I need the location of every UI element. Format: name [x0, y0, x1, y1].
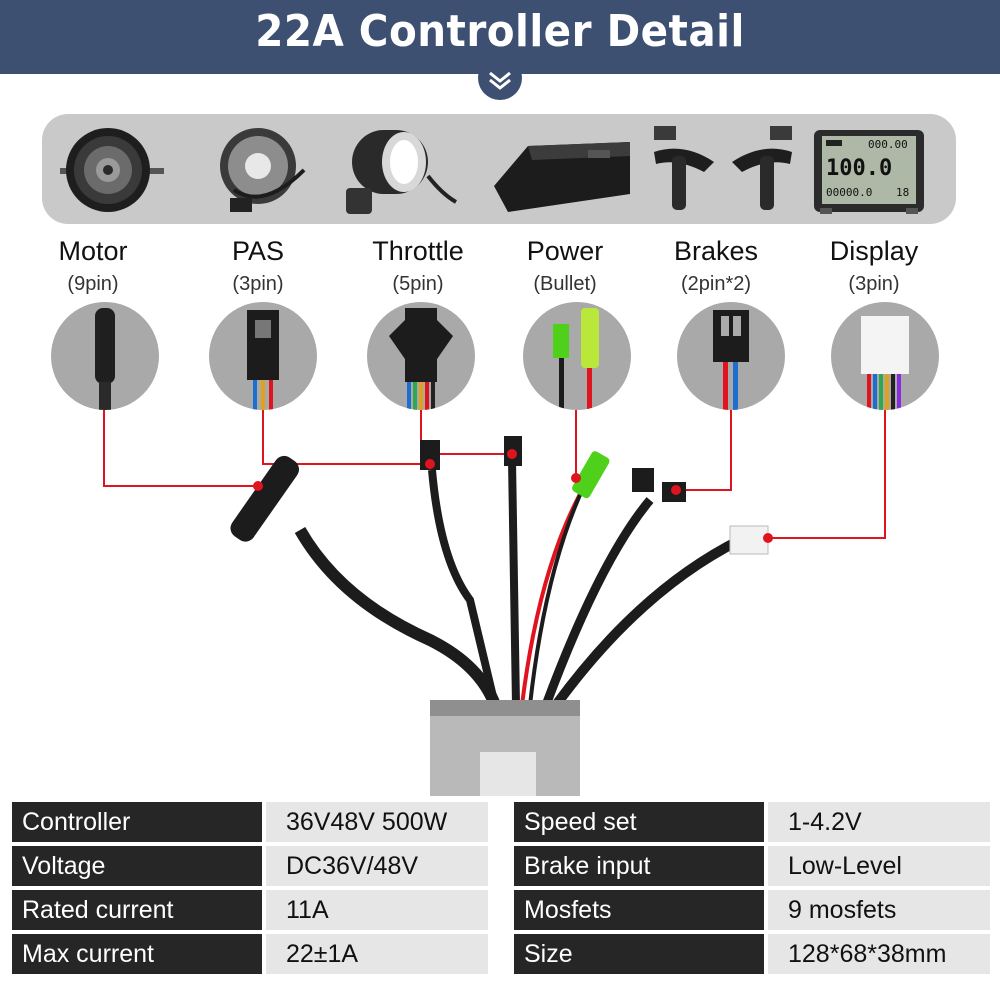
component-pins: (9pin) — [67, 273, 119, 295]
wiring-diagram — [103, 410, 886, 800]
bullet-plug-icon — [553, 308, 599, 410]
motor-leader-line — [103, 410, 258, 487]
throttle-icon — [340, 116, 460, 222]
spec-key: Size — [514, 934, 764, 974]
brake-levers-icon — [648, 116, 798, 222]
display-cable — [551, 535, 743, 708]
spec-key: Rated current — [12, 890, 262, 930]
pas-connector — [209, 302, 317, 410]
spec-key: Max current — [12, 934, 262, 974]
component-name: Motor — [58, 236, 128, 266]
component-pins: (3pin) — [232, 273, 284, 295]
motor-plug — [230, 455, 300, 542]
chevron-down-icon — [489, 71, 511, 90]
pas-sensor-icon — [210, 116, 330, 222]
3pin-plug-icon — [247, 310, 279, 410]
battery-icon — [488, 116, 638, 222]
component-name: Power — [526, 236, 604, 266]
display-plug — [729, 525, 769, 555]
motor-connector — [51, 302, 159, 410]
brakes-leader-line — [676, 410, 732, 491]
spec-value: 11A — [266, 890, 488, 930]
throttle-plug — [420, 440, 440, 470]
power-bullet-plug — [572, 451, 610, 499]
2pin-plug-icon — [713, 310, 749, 410]
spec-key: Controller — [12, 802, 262, 842]
spec-key: Voltage — [12, 846, 262, 886]
brake-cable — [541, 497, 654, 707]
spec-key: Speed set — [514, 802, 764, 842]
spec-value: 9 mosfets — [768, 890, 990, 930]
round-plug-icon — [95, 308, 115, 410]
component-name: PAS — [231, 236, 285, 266]
pas-cable — [508, 459, 520, 706]
display-leader-line — [768, 410, 886, 539]
component-pins: (Bullet) — [533, 273, 597, 295]
brake-plug-1 — [632, 468, 654, 492]
hub-motor-icon — [52, 116, 172, 222]
power-label: Power (Bullet) — [485, 236, 645, 296]
5pin-plug-icon — [389, 308, 453, 410]
power-connector — [523, 302, 631, 410]
pas-leader-line — [262, 410, 430, 465]
component-name: Brakes — [673, 236, 759, 266]
motor-cable — [294, 527, 501, 708]
component-name: Throttle — [372, 236, 464, 266]
spec-table: Controller 36V48V 500W Voltage DC36V/48V… — [0, 796, 1000, 1000]
display-label: Display (3pin) — [794, 236, 954, 296]
lcd-display-icon: 000.00 100.0 00000.0 18 — [812, 116, 936, 222]
spec-key: Brake input — [514, 846, 764, 886]
spec-value: 22±1A — [266, 934, 488, 974]
power-black-wire — [528, 485, 586, 706]
display-connector — [831, 302, 939, 410]
motor-label: Motor (9pin) — [13, 236, 173, 296]
brakes-label: Brakes (2pin*2) — [636, 236, 796, 296]
component-strip — [42, 114, 956, 224]
brakes-connector — [677, 302, 785, 410]
component-name: Display — [829, 236, 919, 266]
spec-value: Low-Level — [768, 846, 990, 886]
spec-value: 128*68*38mm — [768, 934, 990, 974]
display-speed-readout: 100.0 — [826, 156, 893, 181]
display-odo-readout: 00000.0 — [826, 186, 873, 199]
spec-value: DC36V/48V — [266, 846, 488, 886]
chevron-down-badge — [478, 56, 522, 100]
display-level-readout: 18 — [896, 186, 910, 199]
white-plug-icon — [861, 316, 909, 410]
pas-label: PAS (3pin) — [178, 236, 338, 296]
throttle-connector — [367, 302, 475, 410]
display-trip-readout: 000.00 — [868, 138, 908, 151]
spec-value: 36V48V 500W — [266, 802, 488, 842]
page-title: 22A Controller Detail — [255, 6, 745, 57]
component-pins: (5pin) — [392, 273, 444, 295]
component-pins: (3pin) — [848, 273, 900, 295]
throttle-cable — [428, 469, 499, 706]
throttle-label: Throttle (5pin) — [338, 236, 498, 296]
spec-key: Mosfets — [514, 890, 764, 930]
component-pins: (2pin*2) — [680, 273, 752, 295]
spec-value: 1-4.2V — [768, 802, 990, 842]
